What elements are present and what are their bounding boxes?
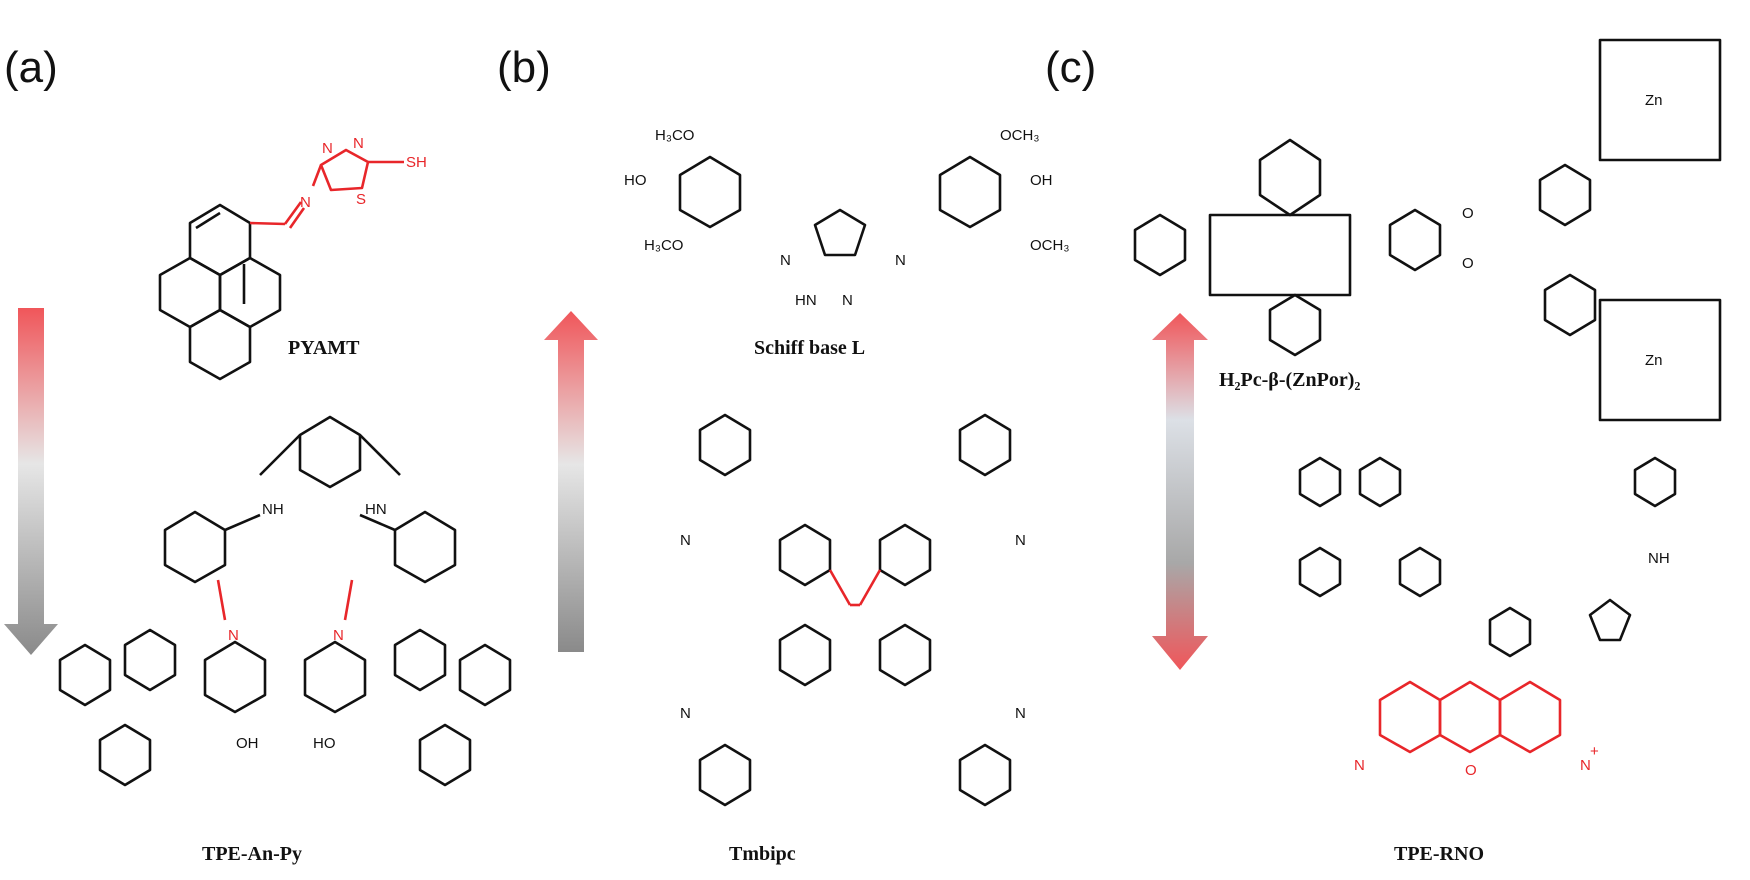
svg-text:O: O <box>1465 762 1477 779</box>
compound-name-tmbipc: Tmbipc <box>729 843 796 865</box>
svg-text:N: N <box>842 292 853 309</box>
svg-text:N: N <box>333 627 344 644</box>
svg-text:O: O <box>1462 205 1474 222</box>
svg-text:N: N <box>353 135 364 152</box>
svg-text:N: N <box>322 140 333 157</box>
panel-label-b: (b) <box>497 43 551 92</box>
arrow-down-a <box>4 308 58 655</box>
svg-text:N: N <box>1015 705 1026 722</box>
svg-text:N: N <box>780 252 791 269</box>
svg-text:N: N <box>1015 532 1026 549</box>
svg-text:HN: HN <box>365 501 387 518</box>
svg-text:Zn: Zn <box>1645 92 1663 109</box>
arrow-double-c <box>1152 313 1208 670</box>
svg-text:N: N <box>680 705 691 722</box>
svg-text:H₃CO: H₃CO <box>655 127 694 144</box>
svg-text:OH: OH <box>236 735 259 752</box>
compound-name-h2pc-znpor2: H₂Pc-β-(ZnPor)₂ <box>1219 369 1361 391</box>
svg-text:HO: HO <box>313 735 336 752</box>
svg-text:O: O <box>1462 255 1474 272</box>
svg-text:OCH₃: OCH₃ <box>1000 127 1039 144</box>
svg-text:S: S <box>356 191 366 208</box>
svg-text:NH: NH <box>1648 550 1670 567</box>
svg-text:SH: SH <box>406 154 427 171</box>
svg-text:N: N <box>895 252 906 269</box>
structure-tpe-an-py: NH HN N N OH HO <box>58 415 512 787</box>
svg-text:N: N <box>228 627 239 644</box>
compound-name-tpe-an-py: TPE-An-Py <box>202 843 302 865</box>
svg-text:Zn: Zn <box>1645 352 1663 369</box>
structure-tpe-rno: NH O N N + <box>1298 456 1677 779</box>
panel-label-a: (a) <box>4 43 58 92</box>
compound-name-schiff-base-l: Schiff base L <box>754 337 866 359</box>
compound-name-pyamt: PYAMT <box>288 337 360 359</box>
panel-label-c: (c) <box>1045 43 1097 92</box>
structure-schiff-base-l: H₃CO HO H₃CO OCH₃ OH OCH₃ N N HN N <box>624 127 1069 309</box>
svg-text:N: N <box>300 194 311 211</box>
compound-name-tpe-rno: TPE-RNO <box>1394 843 1484 865</box>
svg-text:HO: HO <box>624 172 647 189</box>
svg-text:N: N <box>1580 757 1591 774</box>
structure-pyamt: N N N S SH <box>158 135 427 381</box>
structure-tmbipc: N N N N <box>680 413 1026 807</box>
svg-text:+: + <box>1590 743 1599 760</box>
svg-text:N: N <box>1354 757 1365 774</box>
svg-text:N: N <box>680 532 691 549</box>
svg-text:HN: HN <box>795 292 817 309</box>
svg-text:OCH₃: OCH₃ <box>1030 237 1069 254</box>
arrow-up-b <box>544 311 598 652</box>
svg-text:NH: NH <box>262 501 284 518</box>
svg-text:H₃CO: H₃CO <box>644 237 683 254</box>
structure-h2pc-znpor2: O O Zn Zn <box>1133 38 1722 422</box>
svg-text:OH: OH <box>1030 172 1053 189</box>
